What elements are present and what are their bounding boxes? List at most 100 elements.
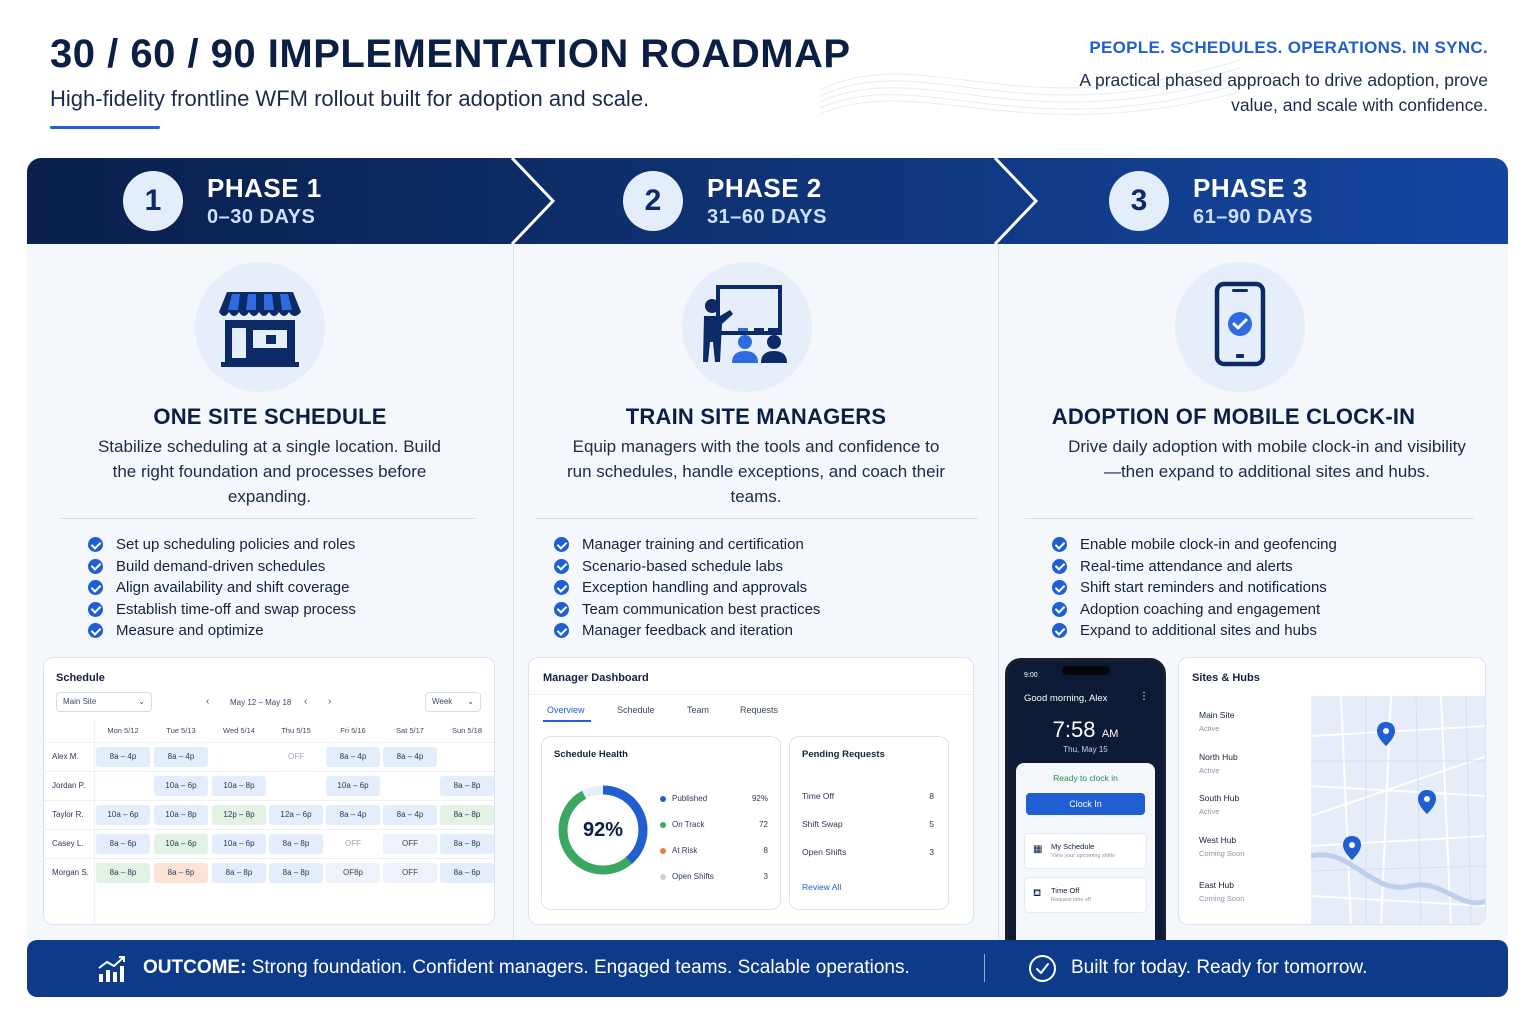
shift-cell[interactable]: 8a – 8p bbox=[269, 863, 323, 883]
site-name[interactable]: Main Site bbox=[1199, 710, 1235, 720]
prev-week-button[interactable]: ‹ bbox=[206, 696, 210, 707]
shift-cell[interactable]: 10a – 6p bbox=[154, 776, 208, 796]
shift-cell[interactable]: 10a – 8p bbox=[154, 805, 208, 825]
shift-cell[interactable]: 12a – 6p bbox=[269, 805, 323, 825]
shift-cell[interactable]: 12p – 8p bbox=[212, 805, 266, 825]
clock-in-button[interactable]: Clock In bbox=[1026, 793, 1145, 815]
bullet-item: Expand to additional sites and hubs bbox=[1052, 620, 1337, 642]
phase-2-number: 2 bbox=[623, 171, 683, 231]
separator bbox=[60, 518, 476, 519]
legend-value: 72 bbox=[759, 820, 768, 829]
shift-cell[interactable]: 8a – 6p bbox=[440, 863, 494, 883]
site-name[interactable]: South Hub bbox=[1199, 793, 1240, 803]
employee-name: Taylor R. bbox=[52, 810, 84, 819]
shift-cell[interactable]: 10a – 8p bbox=[212, 776, 266, 796]
check-icon bbox=[88, 558, 103, 574]
tab-requests[interactable]: Requests bbox=[740, 705, 779, 715]
check-icon bbox=[88, 580, 103, 596]
growth-chart-icon bbox=[98, 956, 125, 982]
phase-3-title: ADOPTION OF MOBILE CLOCK-IN bbox=[1051, 404, 1416, 429]
clock-ampm: AM bbox=[1101, 728, 1119, 740]
schedule-title: Schedule bbox=[56, 672, 105, 684]
schedule-card: Schedule Main Site ⌄ ‹ May 12 – May 18 ‹… bbox=[43, 657, 495, 925]
shift-cell[interactable]: 8a – 8p bbox=[96, 863, 150, 883]
phase-1-bullets: Set up scheduling policies and roles Bui… bbox=[88, 534, 356, 642]
my-schedule-item[interactable]: ▦ My Schedule View your upcoming shifts bbox=[1024, 833, 1147, 869]
mobile-check-icon bbox=[1175, 262, 1305, 392]
shift-cell[interactable]: 10a – 6p bbox=[96, 805, 150, 825]
day-header: Fri 5/16 bbox=[340, 726, 366, 735]
shift-cell[interactable]: 10a – 6p bbox=[154, 834, 208, 854]
separator bbox=[1025, 518, 1474, 519]
tagline: PEOPLE. SCHEDULES. OPERATIONS. IN SYNC. bbox=[1089, 38, 1488, 57]
outcome-divider bbox=[984, 954, 985, 982]
shift-cell[interactable]: 8a – 4p bbox=[96, 747, 150, 767]
shift-cell[interactable]: OFF bbox=[288, 752, 304, 761]
phone-notch bbox=[1062, 666, 1110, 675]
shift-cell[interactable]: 8a – 4p bbox=[326, 747, 380, 767]
legend-dot bbox=[660, 848, 666, 854]
bullet-item: Measure and optimize bbox=[88, 620, 356, 642]
phase-3-column: ADOPTION OF MOBILE CLOCK-IN Drive daily … bbox=[999, 244, 1508, 958]
view-select[interactable]: Week ⌄ bbox=[425, 692, 481, 712]
more-icon[interactable]: ⋮ bbox=[1139, 691, 1149, 702]
pending-item-label[interactable]: Open Shifts bbox=[802, 847, 847, 857]
shift-cell[interactable]: 8a – 4p bbox=[326, 805, 380, 825]
bullet-item: Set up scheduling policies and roles bbox=[88, 534, 356, 556]
pending-item-label[interactable]: Shift Swap bbox=[802, 819, 843, 829]
shift-cell[interactable]: 8a – 6p bbox=[154, 863, 208, 883]
phase-2-description: Equip managers with the tools and confid… bbox=[566, 437, 946, 506]
suitcase-icon: ⛾ bbox=[1033, 888, 1042, 899]
shift-cell[interactable]: 8a – 8p bbox=[440, 834, 494, 854]
site-select[interactable]: Main Site ⌄ bbox=[56, 692, 152, 712]
site-status: Coming Soon bbox=[1199, 894, 1245, 903]
bullet-item: Real-time attendance and alerts bbox=[1052, 556, 1337, 578]
column-divider bbox=[513, 244, 514, 944]
phase-2-bullets: Manager training and certification Scena… bbox=[554, 534, 820, 642]
shift-cell[interactable]: 8a – 4p bbox=[383, 805, 437, 825]
shift-cell[interactable]: OFF bbox=[383, 863, 437, 883]
tab-team[interactable]: Team bbox=[687, 705, 710, 715]
pending-requests-title: Pending Requests bbox=[802, 749, 885, 760]
shift-cell[interactable]: 8a – 8p bbox=[212, 863, 266, 883]
site-name[interactable]: North Hub bbox=[1199, 752, 1238, 762]
next-week-button[interactable]: › bbox=[328, 696, 332, 707]
bullet-item: Manager feedback and iteration bbox=[554, 620, 820, 642]
legend-value: 8 bbox=[763, 846, 768, 855]
shift-cell[interactable]: 8a – 8p bbox=[440, 805, 494, 825]
bullet-item: Enable mobile clock-in and geofencing bbox=[1052, 534, 1337, 556]
check-icon bbox=[1052, 601, 1067, 617]
pending-item-label[interactable]: Time Off bbox=[802, 791, 835, 801]
tab-overview[interactable]: Overview bbox=[547, 705, 585, 715]
site-name[interactable]: West Hub bbox=[1199, 835, 1237, 845]
review-all-link[interactable]: Review All bbox=[802, 882, 842, 892]
shift-cell[interactable]: 8a – 8p bbox=[269, 834, 323, 854]
shift-cell[interactable]: 10a – 6p bbox=[212, 834, 266, 854]
clock-time: 7:58 bbox=[1052, 717, 1096, 742]
check-icon bbox=[1052, 623, 1067, 639]
shift-cell[interactable]: 8a – 8p bbox=[440, 776, 494, 796]
tab-schedule[interactable]: Schedule bbox=[617, 705, 655, 715]
shift-cell[interactable]: 8a – 4p bbox=[383, 747, 437, 767]
site-name[interactable]: East Hub bbox=[1199, 880, 1234, 890]
check-icon bbox=[88, 623, 103, 639]
phase-1-title: ONE SITE SCHEDULE bbox=[153, 404, 387, 429]
shift-cell[interactable]: 10a – 6p bbox=[326, 776, 380, 796]
clock-display: 7:58 AM bbox=[1008, 717, 1163, 743]
storefront-icon bbox=[195, 262, 325, 392]
shift-cell[interactable]: OFF bbox=[383, 834, 437, 854]
shift-cell[interactable]: OF8p bbox=[326, 863, 380, 883]
bullet-item: Team communication best practices bbox=[554, 599, 820, 621]
shift-cell[interactable]: 8a – 6p bbox=[96, 834, 150, 854]
time-off-item[interactable]: ⛾ Time Off Request time off bbox=[1024, 877, 1147, 913]
map-pin-icon bbox=[1418, 790, 1436, 814]
phase-3-number: 3 bbox=[1109, 171, 1169, 231]
prev-icon[interactable]: ‹ bbox=[304, 696, 308, 707]
header-description: A practical phased approach to drive ado… bbox=[1079, 70, 1488, 115]
shift-cell[interactable]: OFF bbox=[345, 839, 361, 848]
shift-cell[interactable]: 8a – 4p bbox=[154, 747, 208, 767]
check-icon bbox=[1052, 537, 1067, 553]
